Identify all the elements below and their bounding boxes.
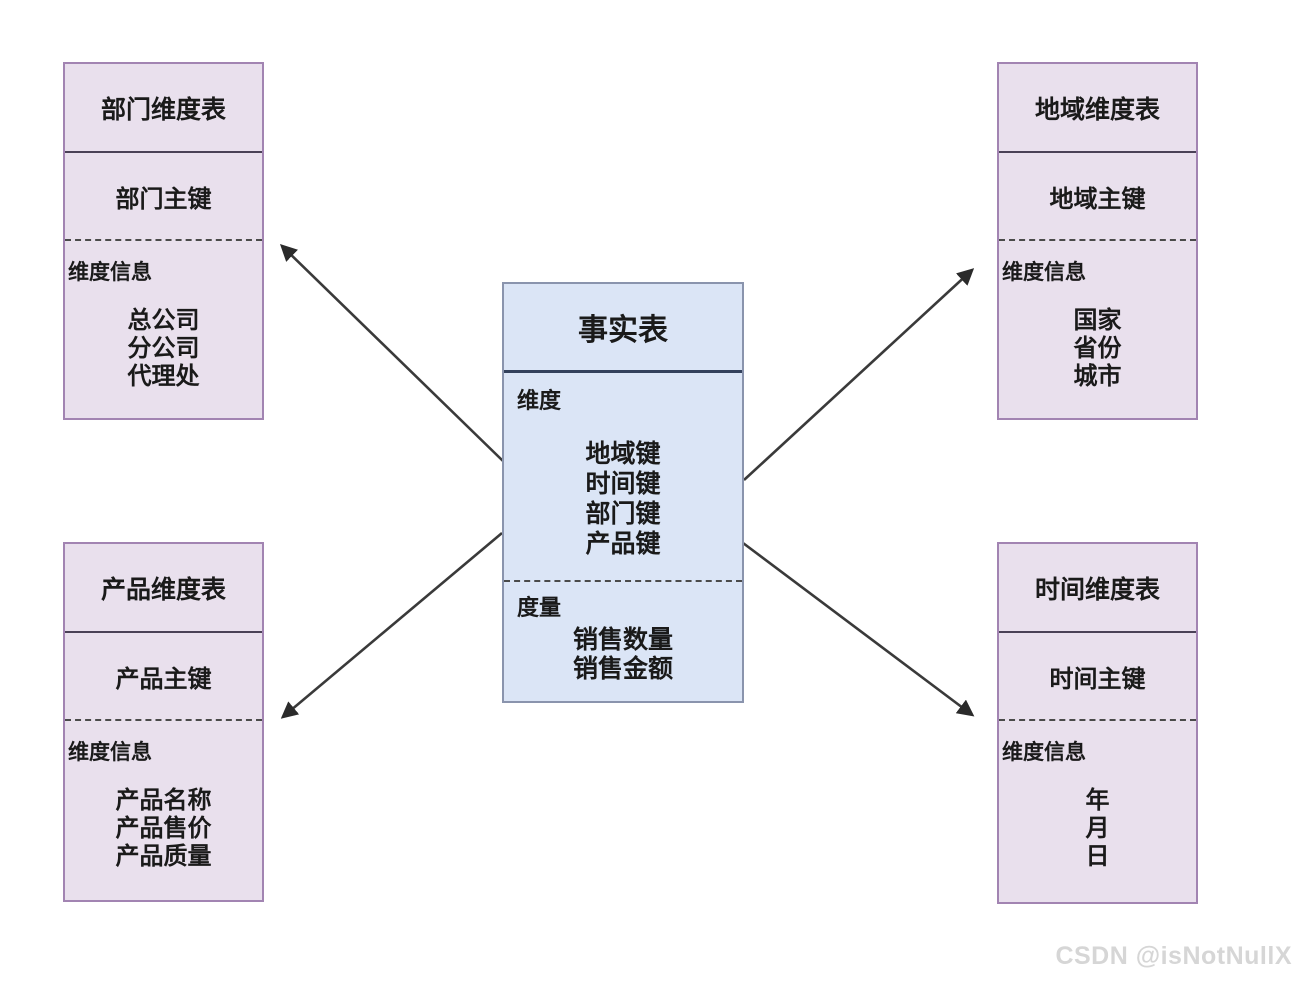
product-primary-key: 产品主键 [65,633,262,721]
dimension-key-item: 产品键 [585,530,661,558]
region-table-title: 地域维度表 [999,64,1196,153]
attribute-item: 省份 [1073,335,1122,362]
product-info-section: 维度信息 产品名称 产品售价 产品质量 [65,721,262,871]
dimension-key-item: 时间键 [585,470,661,498]
product-info-label: 维度信息 [68,741,152,764]
department-info-label: 维度信息 [68,261,152,284]
fact-measure-label: 度量 [517,595,562,620]
attribute-item: 代理处 [127,363,200,390]
department-dimension-table: 部门维度表 部门主键 维度信息 总公司 分公司 代理处 [63,62,264,420]
product-table-title: 产品维度表 [65,544,262,633]
product-dimension-table: 产品维度表 产品主键 维度信息 产品名称 产品售价 产品质量 [63,542,264,902]
fact-dimension-label: 维度 [517,388,562,413]
fact-dimension-keys: 地域键 时间键 部门键 产品键 [504,439,742,559]
time-info-section: 维度信息 年 月 日 [999,721,1196,871]
time-primary-key: 时间主键 [999,633,1196,721]
fact-measures: 销售数量 销售金额 [504,626,742,684]
attribute-item: 国家 [1073,307,1122,334]
attribute-item: 产品名称 [115,787,212,814]
attribute-item: 分公司 [127,335,200,362]
attribute-item: 月 [1085,815,1110,842]
fact-table-title: 事实表 [504,284,742,373]
region-info-section: 维度信息 国家 省份 城市 [999,241,1196,391]
region-attributes: 国家 省份 城市 [999,307,1196,391]
department-info-section: 维度信息 总公司 分公司 代理处 [65,241,262,391]
arrow-fact-to-time-icon [742,541,975,717]
measure-item: 销售数量 [572,626,673,654]
department-attributes: 总公司 分公司 代理处 [65,307,262,391]
attribute-item: 城市 [1073,363,1122,390]
fact-measure-section: 度量 销售数量 销售金额 [504,582,742,684]
region-info-label: 维度信息 [1002,261,1086,284]
attribute-item: 产品售价 [115,815,212,842]
measure-item: 销售金额 [572,655,673,683]
dimension-key-item: 地域键 [585,440,661,468]
department-table-title: 部门维度表 [65,64,262,153]
product-attributes: 产品名称 产品售价 产品质量 [65,787,262,871]
time-attributes: 年 月 日 [999,787,1196,871]
arrow-fact-to-region-icon [743,268,975,481]
time-info-label: 维度信息 [1002,741,1086,764]
attribute-item: 年 [1085,787,1110,814]
time-dimension-table: 时间维度表 时间主键 维度信息 年 月 日 [997,542,1198,904]
attribute-item: 产品质量 [115,843,212,870]
department-primary-key: 部门主键 [65,153,262,241]
region-primary-key: 地域主键 [999,153,1196,241]
watermark: CSDN @isNotNullX [1055,942,1292,970]
attribute-item: 日 [1085,843,1110,870]
fact-dimension-section: 维度 地域键 时间键 部门键 产品键 [504,373,742,582]
region-dimension-table: 地域维度表 地域主键 维度信息 国家 省份 城市 [997,62,1198,420]
attribute-item: 总公司 [127,307,200,334]
time-table-title: 时间维度表 [999,544,1196,633]
arrow-fact-to-department-icon [279,244,504,462]
arrow-fact-to-product-icon [280,532,503,719]
dimension-key-item: 部门键 [585,500,661,528]
fact-table: 事实表 维度 地域键 时间键 部门键 产品键 度量 销售数量 销售金额 [502,282,744,703]
